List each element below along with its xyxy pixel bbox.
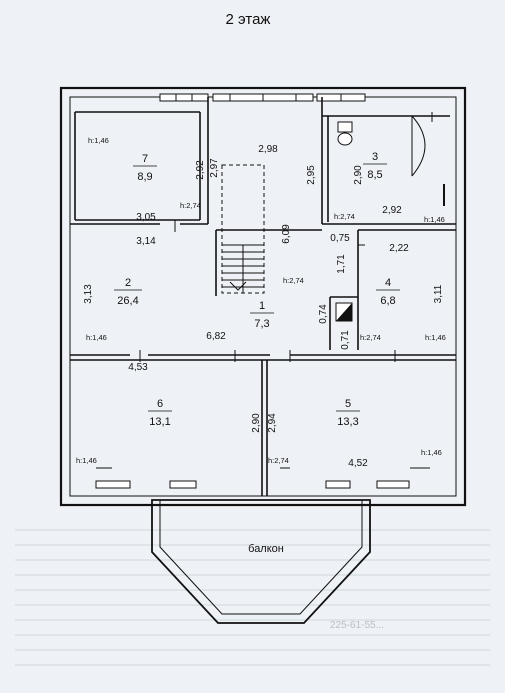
height-r2-146: h:1,46 xyxy=(86,333,107,342)
top-window-panes xyxy=(175,94,342,101)
height-r7-146: h:1,46 xyxy=(88,136,109,145)
balcony xyxy=(151,499,371,624)
dim-2-22: 2,22 xyxy=(389,243,409,254)
balcony-label: балкон xyxy=(248,543,284,555)
ruled-lines xyxy=(15,529,490,666)
dim-4-52: 4,52 xyxy=(348,458,368,469)
height-r5-274: h:2,74 xyxy=(268,456,289,465)
room-5-area: 13,3 xyxy=(337,416,358,428)
height-r6-146: h:1,46 xyxy=(76,456,97,465)
height-r5-146: h:1,46 xyxy=(421,448,442,457)
dim-6-09: 6,09 xyxy=(281,224,292,244)
dim-3-05: 3,05 xyxy=(136,212,156,223)
dim-3-11: 3,11 xyxy=(433,284,444,303)
dim-4-53: 4,53 xyxy=(128,362,148,373)
room-6-area: 13,1 xyxy=(149,416,170,428)
dim-0-75: 0,75 xyxy=(330,233,350,244)
staircase xyxy=(221,164,265,294)
height-r7-274: h:2,74 xyxy=(180,201,201,210)
dim-2-94: 2,94 xyxy=(267,413,278,433)
room-4-area: 6,8 xyxy=(380,295,395,307)
room-1-number: 1 xyxy=(259,300,265,312)
dim-3-13: 3,13 xyxy=(83,284,94,304)
height-labels: h:1,46 h:2,74 h:2,74 h:1,46 h:2,74 h:1,4… xyxy=(76,136,446,465)
height-r1-274: h:2,74 xyxy=(283,276,304,285)
dimension-labels: 2,98 2,92 2,97 2,95 2,90 3,05 3,14 6,09 … xyxy=(83,144,444,469)
room-3-area: 8,5 xyxy=(367,169,382,181)
dim-3-14: 3,14 xyxy=(136,236,156,247)
door-marks xyxy=(96,200,430,469)
dim-2-97: 2,97 xyxy=(209,158,220,178)
height-r3-274: h:2,74 xyxy=(334,212,355,221)
room-7-number: 7 xyxy=(142,153,148,165)
dim-2-98: 2,98 xyxy=(258,144,278,155)
vent-shaft xyxy=(335,302,353,322)
dim-2-92-r3: 2,92 xyxy=(382,205,402,216)
room-3-number: 3 xyxy=(372,151,378,163)
height-r3-146: h:1,46 xyxy=(424,215,445,224)
room-5-number: 5 xyxy=(345,398,351,410)
room-1-area: 7,3 xyxy=(254,318,269,330)
background-text: 225-61-55... xyxy=(330,620,384,631)
dim-6-82: 6,82 xyxy=(206,331,226,342)
room-2-area: 26,4 xyxy=(117,295,138,307)
interior-walls xyxy=(70,97,456,496)
dim-2-90-mid: 2,90 xyxy=(251,413,262,433)
dim-1-71: 1,71 xyxy=(336,254,347,274)
room-4-number: 4 xyxy=(385,277,391,289)
bottom-windows xyxy=(95,480,410,489)
height-r4-274: h:2,74 xyxy=(360,333,381,342)
room-labels: 7 8,9 3 8,5 2 26,4 1 7,3 4 6,8 6 13,1 5 … xyxy=(114,151,400,428)
dim-2-92-r7: 2,92 xyxy=(195,160,206,180)
dim-0-74: 0,74 xyxy=(318,304,329,324)
dim-2-95: 2,95 xyxy=(306,165,317,185)
bathroom-fixtures xyxy=(337,112,445,206)
room-2-number: 2 xyxy=(125,277,131,289)
room-7-area: 8,9 xyxy=(137,171,152,183)
floor-title: 2 этаж xyxy=(226,11,271,28)
height-r4-146: h:1,46 xyxy=(425,333,446,342)
room-6-number: 6 xyxy=(157,398,163,410)
dim-2-90-r3: 2,90 xyxy=(353,165,364,185)
dim-0-71: 0,71 xyxy=(340,330,351,350)
